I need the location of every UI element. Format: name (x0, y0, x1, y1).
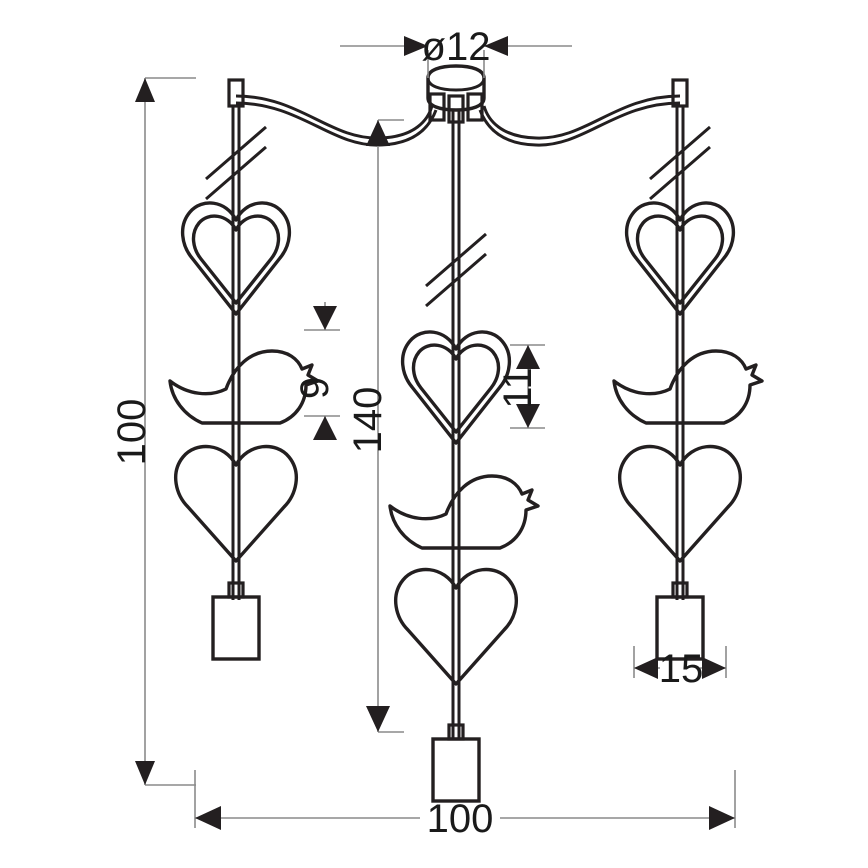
break-mark-left (204, 125, 268, 201)
cable-group (235, 94, 681, 147)
heart-left (173, 444, 299, 563)
dimension-label-canopy-diameter: ø12 (422, 25, 491, 69)
double-heart-center (400, 330, 512, 445)
bird-center (388, 474, 540, 550)
dimension-label-drop-length: 140 (346, 387, 390, 454)
ceiling-canopy (426, 64, 486, 112)
dimension-ornament-width: 11 (496, 344, 545, 429)
break-mark-right (648, 125, 712, 201)
right-draped-cable-inner (478, 101, 681, 147)
dimension-socket-width: 15 (633, 646, 727, 691)
dimension-drop-length: 140 (346, 119, 404, 733)
dimension-canopy-diameter: ø12 (340, 25, 572, 78)
heart-center (393, 567, 519, 686)
dimension-label-overall-height: 100 (110, 399, 154, 466)
left-draped-cable-inner (235, 101, 438, 147)
dimension-label-ornament-width: 11 (496, 367, 540, 409)
center-pendant (388, 110, 540, 803)
left-pendant (168, 106, 320, 661)
socket-left[interactable] (211, 581, 261, 661)
socket-center[interactable] (431, 723, 481, 803)
right-draped-cable (482, 94, 681, 140)
double-heart-left (180, 201, 292, 316)
dimension-label-socket-width: 15 (659, 647, 704, 691)
heart-right (617, 444, 743, 563)
dimension-label-overall-width: 100 (427, 797, 494, 841)
dimension-ornament-gap: 9 (293, 302, 340, 440)
bird-right (612, 349, 764, 425)
left-draped-cable (235, 94, 434, 140)
double-heart-right (624, 201, 736, 316)
dimension-overall-width: 100 (194, 770, 736, 841)
dimension-label-ornament-gap: 9 (293, 377, 337, 399)
right-pendant (612, 106, 764, 661)
dimension-overall-height: 100 (110, 77, 196, 786)
break-mark-center (424, 232, 488, 308)
